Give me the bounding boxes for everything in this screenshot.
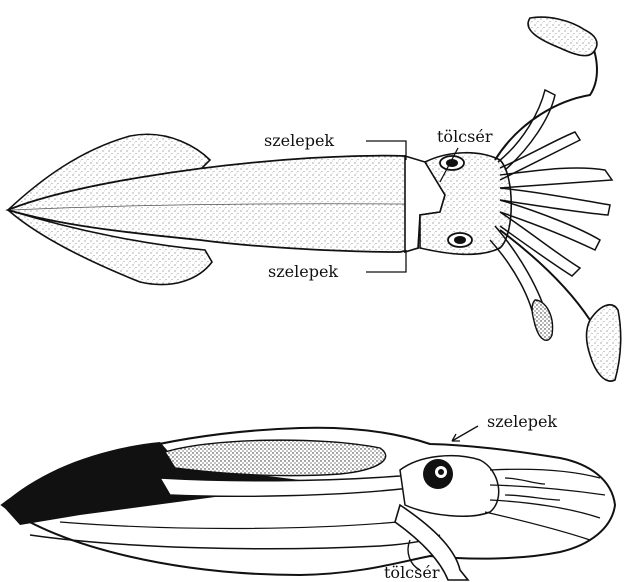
label-funnel-top: tölcsér — [437, 129, 492, 145]
tentacle-club-upper — [528, 17, 597, 55]
label-valves-upper: szelepek — [264, 133, 334, 149]
label-funnel-section: tölcsér — [384, 565, 439, 581]
visceral-mass — [165, 440, 386, 475]
eye-lower-pupil — [454, 236, 466, 244]
leader-lines-bottom — [452, 426, 478, 441]
squid-external-view — [8, 17, 621, 381]
tentacle-club-mid — [532, 300, 553, 340]
label-valves-lower: szelepek — [268, 264, 338, 280]
squid-cross-section — [2, 426, 615, 580]
tentacle-club-lower — [587, 305, 621, 381]
label-valves-section: szelepek — [487, 414, 557, 430]
section-eye-pupil — [438, 469, 444, 475]
